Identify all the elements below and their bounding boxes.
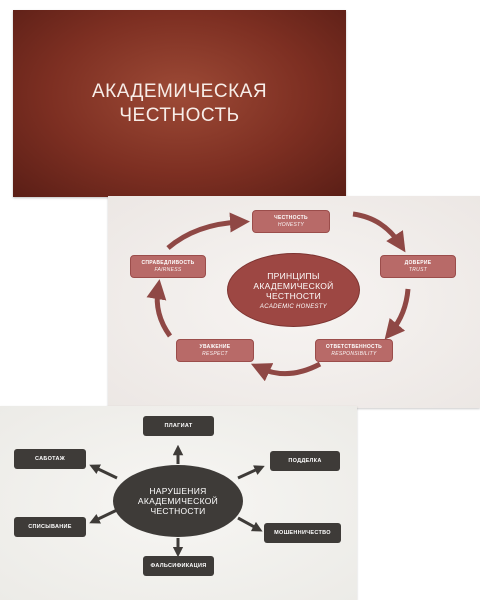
principles-cycle-arrows: [146, 211, 411, 382]
violation-forgery[interactable]: ПОДДЕЛКА: [270, 451, 340, 471]
principles-center-title: ПРИНЦИПЫ АКАДЕМИЧЕСКОЙ ЧЕСТНОСТИ: [253, 270, 334, 301]
violation-label: СПИСЫВАНИЕ: [28, 524, 72, 530]
principle-en-label: FAIRNESS: [154, 266, 182, 273]
violations-arrows: [89, 444, 265, 558]
violation-label: МОШЕННИЧЕСТВО: [274, 530, 331, 536]
violations-center-ellipse: НАРУШЕНИЯ АКАДЕМИЧЕСКОЙ ЧЕСТНОСТИ: [113, 465, 243, 537]
principle-responsibility[interactable]: ОТВЕТСТВЕННОСТЬ RESPONSIBILITY: [315, 339, 393, 362]
principles-center-ellipse: ПРИНЦИПЫ АКАДЕМИЧЕСКОЙ ЧЕСТНОСТИ ACADEMI…: [227, 253, 360, 327]
principle-ru-label: ЧЕСТНОСТЬ: [274, 214, 308, 221]
principles-slide[interactable]: ЧЕСТНОСТЬ HONESTY ДОВЕРИЕ TRUST ОТВЕТСТВ…: [108, 196, 480, 408]
principle-ru-label: УВАЖЕНИЕ: [199, 343, 231, 350]
principle-respect[interactable]: УВАЖЕНИЕ RESPECT: [176, 339, 254, 362]
arrow-to-sabotage: [89, 464, 118, 480]
principle-ru-label: ДОВЕРИЕ: [404, 259, 432, 266]
violation-sabotage[interactable]: САБОТАЖ: [14, 449, 86, 469]
slide-title: АКАДЕМИЧЕСКАЯ ЧЕСТНОСТЬ: [91, 81, 268, 126]
violation-label: ФАЛЬСИФИКАЦИЯ: [150, 563, 207, 569]
principle-en-label: HONESTY: [277, 221, 305, 228]
principle-trust[interactable]: ДОВЕРИЕ TRUST: [380, 255, 456, 278]
principles-center-subtitle: ACADEMIC HONESTY: [259, 303, 328, 310]
arrow-to-fraud: [237, 516, 263, 532]
principle-ru-label: ОТВЕТСТВЕННОСТЬ: [325, 343, 383, 350]
violation-copying[interactable]: СПИСЫВАНИЕ: [14, 517, 86, 537]
arrow-to-forgery: [237, 465, 265, 480]
arrow-trust-to-responsibility: [384, 288, 411, 340]
arrow-honesty-to-trust: [352, 211, 406, 253]
principle-en-label: RESPECT: [202, 350, 228, 357]
arrow-respect-to-fairness: [146, 279, 173, 338]
violations-center-title: НАРУШЕНИЯ АКАДЕМИЧЕСКОЙ ЧЕСТНОСТИ: [137, 486, 219, 516]
violation-falsification[interactable]: ФАЛЬСИФИКАЦИЯ: [143, 556, 214, 576]
violation-label: САБОТАЖ: [34, 456, 66, 462]
principle-honesty[interactable]: ЧЕСТНОСТЬ HONESTY: [252, 210, 330, 233]
arrow-to-copying: [89, 508, 118, 524]
arrow-responsibility-to-respect: [250, 361, 322, 382]
violation-label: ПЛАГИАТ: [164, 423, 193, 429]
violation-plagiarism[interactable]: ПЛАГИАТ: [143, 416, 214, 436]
title-slide[interactable]: АКАДЕМИЧЕСКАЯ ЧЕСТНОСТЬ: [13, 10, 346, 197]
principle-ru-label: СПРАВЕДЛИВОСТЬ: [141, 259, 195, 266]
violations-slide[interactable]: ПЛАГИАТ ПОДДЕЛКА МОШЕННИЧЕСТВО ФАЛЬСИФИК…: [0, 406, 357, 600]
arrow-fairness-to-honesty: [166, 212, 250, 250]
violation-fraud[interactable]: МОШЕННИЧЕСТВО: [264, 523, 341, 543]
principle-en-label: RESPONSIBILITY: [331, 350, 377, 357]
violation-label: ПОДДЕЛКА: [288, 458, 322, 464]
principle-en-label: TRUST: [408, 266, 428, 273]
principle-fairness[interactable]: СПРАВЕДЛИВОСТЬ FAIRNESS: [130, 255, 206, 278]
